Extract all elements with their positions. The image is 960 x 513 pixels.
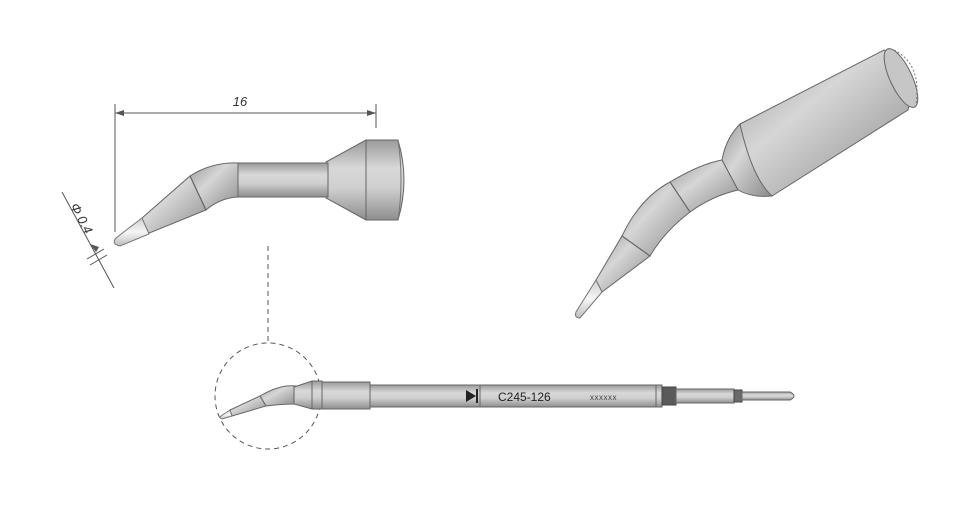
cartridge-tip-bend (259, 385, 297, 407)
cartridge-rear-shaft (675, 388, 735, 404)
cartridge-flange (293, 380, 323, 410)
cartridge-sleeve (321, 381, 371, 410)
cartridge-view: C245-126 xxxxxx (214, 342, 795, 450)
perspective-neck (669, 159, 739, 213)
tip-flange (325, 139, 405, 221)
diameter-label: Φ 0.4 (67, 200, 96, 236)
serial-number: xxxxxx (590, 393, 617, 402)
cartridge-pin (741, 391, 795, 401)
side-view: 16 Φ 0.4 (61, 94, 405, 342)
part-number: C245-126 (498, 390, 551, 404)
flange-ring (397, 139, 402, 221)
orientation-arrow-icon (466, 390, 476, 402)
diameter-dimension: Φ 0.4 (61, 191, 115, 289)
cartridge-tip-cone (229, 395, 267, 417)
perspective-view (575, 48, 919, 319)
perspective-collar (721, 123, 774, 197)
length-dimension: 16 (114, 94, 377, 232)
perspective-point (575, 278, 603, 319)
cartridge-rear-band (733, 389, 743, 403)
perspective-end-cap (883, 48, 919, 108)
cartridge-tip-point (219, 409, 233, 420)
cartridge-band (661, 386, 677, 406)
perspective-body (733, 49, 911, 197)
tip-point (113, 217, 150, 247)
tip-bend (189, 162, 239, 211)
length-label: 16 (233, 94, 248, 109)
tip-shaft (235, 162, 329, 198)
